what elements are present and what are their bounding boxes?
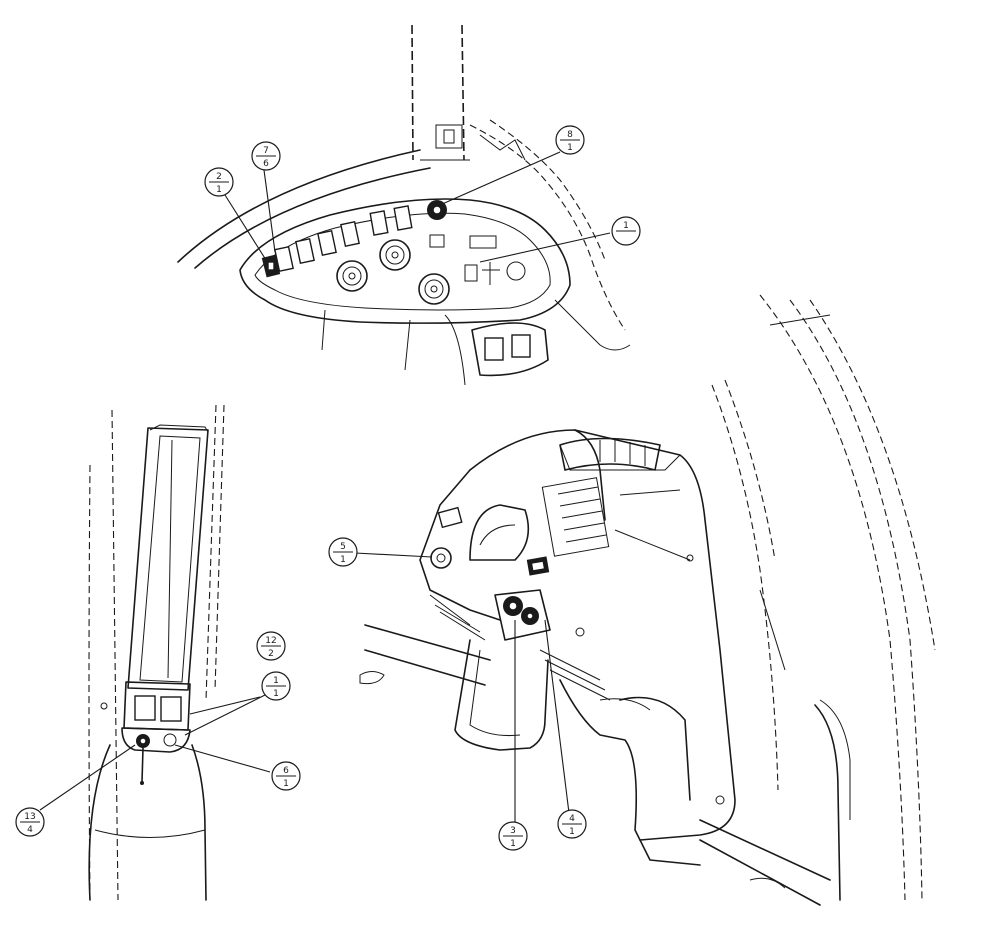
callout-1-1: 1 1 xyxy=(261,671,291,701)
callout-1: 1 xyxy=(611,216,641,246)
callout-4-1: 4 1 xyxy=(557,809,587,839)
callout-7-6: 7 6 xyxy=(251,141,281,171)
callout-7-6-top: 7 xyxy=(263,146,269,156)
callout-4-1-bottom: 1 xyxy=(569,827,575,837)
callout-8-1-bottom: 1 xyxy=(567,143,573,153)
callout-3-1-bottom: 1 xyxy=(510,839,516,849)
callout-8-1: 8 1 xyxy=(555,125,585,155)
callout-7-6-bottom: 6 xyxy=(263,159,269,169)
side-console-view xyxy=(359,294,936,906)
callout-1-1-bottom: 1 xyxy=(273,689,279,699)
callout-3-1-top: 3 xyxy=(510,826,516,836)
callout-8-1-top: 8 xyxy=(567,130,573,140)
callout-13-4-top: 13 xyxy=(24,812,35,822)
callout-13-4-bottom: 4 xyxy=(27,825,33,835)
callout-12-2-bottom: 2 xyxy=(268,649,274,659)
callout-6-1: 6 1 xyxy=(271,761,301,791)
callout-12-2: 12 2 xyxy=(256,631,286,661)
leader-lines xyxy=(39,151,611,823)
overhead-console-view xyxy=(177,24,631,386)
callout-13-4: 13 4 xyxy=(15,807,45,837)
callout-6-1-top: 6 xyxy=(283,766,289,776)
callout-6-1-bottom: 1 xyxy=(283,779,289,789)
callout-5-1: 5 1 xyxy=(328,537,358,567)
callout-4-1-top: 4 xyxy=(569,814,575,824)
callout-3-1: 3 1 xyxy=(498,821,528,851)
callout-1-top: 1 xyxy=(623,221,629,231)
callout-2-1-top: 2 xyxy=(216,172,222,182)
callout-1-1-top: 1 xyxy=(273,676,279,686)
callout-2-1: 2 1 xyxy=(204,167,234,197)
callout-5-1-top: 5 xyxy=(340,542,346,552)
pillar-module-view xyxy=(88,404,225,901)
callout-12-2-top: 12 xyxy=(265,636,276,646)
callout-5-1-bottom: 1 xyxy=(340,555,346,565)
callout-2-1-bottom: 1 xyxy=(216,185,222,195)
